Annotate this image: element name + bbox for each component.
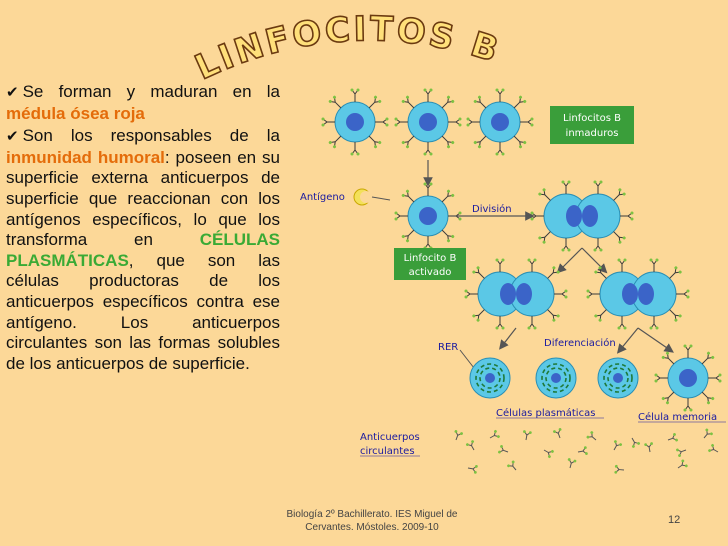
svg-text:LINFOCITOS B: LINFOCITOS B bbox=[189, 9, 505, 88]
bullet-2: ✔Son los responsables de la inmunidad hu… bbox=[6, 126, 281, 373]
slide-title: LINFOCITOS B bbox=[189, 8, 505, 88]
immature-cell-2 bbox=[395, 89, 462, 156]
plasma-cell-2 bbox=[535, 357, 577, 399]
arrow-branch-right bbox=[581, 247, 608, 274]
svg-text:Linfocitos B: Linfocitos B bbox=[563, 113, 621, 124]
checkmark-icon: ✔ bbox=[6, 128, 19, 146]
label-division: División bbox=[472, 203, 512, 215]
bullet-1: ✔Se forman y maduran en la médula ósea r… bbox=[6, 82, 280, 123]
dividing-cell-top bbox=[531, 181, 634, 252]
immature-cell-3 bbox=[467, 89, 534, 156]
page-number: 12 bbox=[668, 514, 681, 526]
label-box-activated: Linfocito B activado bbox=[394, 248, 466, 280]
label-memory-cell: Célula memoria bbox=[638, 411, 717, 423]
arrow-diff-3 bbox=[637, 327, 674, 353]
svg-text:inmaduros: inmaduros bbox=[566, 128, 619, 139]
immature-cell-1 bbox=[322, 89, 389, 156]
svg-text:Linfocito B: Linfocito B bbox=[404, 253, 457, 264]
antigen-icon bbox=[353, 188, 372, 206]
plasma-cell-1 bbox=[469, 357, 511, 399]
plasma-cell-3 bbox=[597, 357, 639, 399]
antigen-line bbox=[371, 196, 391, 201]
bullet-list: ✔Se forman y maduran en la médula ósea r… bbox=[6, 82, 280, 376]
arrow-diff-2 bbox=[616, 327, 639, 354]
svg-text:activado: activado bbox=[409, 267, 452, 278]
label-antibodies-1: Anticuerpos bbox=[360, 432, 420, 443]
rer-line bbox=[459, 349, 475, 369]
footer: Biología 2º Bachillerato. IES Miguel de … bbox=[286, 509, 458, 533]
dividing-cell-right bbox=[587, 259, 690, 330]
arrow-diff-1 bbox=[499, 327, 517, 350]
label-antibodies-2: circulantes bbox=[360, 446, 415, 457]
label-rer: RER bbox=[438, 342, 458, 353]
memory-cell bbox=[655, 345, 722, 412]
title-text: LINFOCITOS B bbox=[189, 8, 504, 88]
dividing-cell-left bbox=[465, 259, 568, 330]
arrow-branch-left bbox=[556, 247, 583, 274]
circulating-antibodies bbox=[451, 427, 721, 475]
label-differentiation: Diferenciación bbox=[544, 337, 616, 349]
label-box-immature: Linfocitos B inmaduros bbox=[550, 106, 634, 144]
label-plasma-cells: Células plasmáticas bbox=[496, 407, 595, 419]
lymphocyte-diagram: Linfocitos B inmaduros Antígeno División… bbox=[300, 88, 726, 475]
label-antigen: Antígeno bbox=[300, 191, 345, 203]
checkmark-icon: ✔ bbox=[6, 84, 19, 101]
